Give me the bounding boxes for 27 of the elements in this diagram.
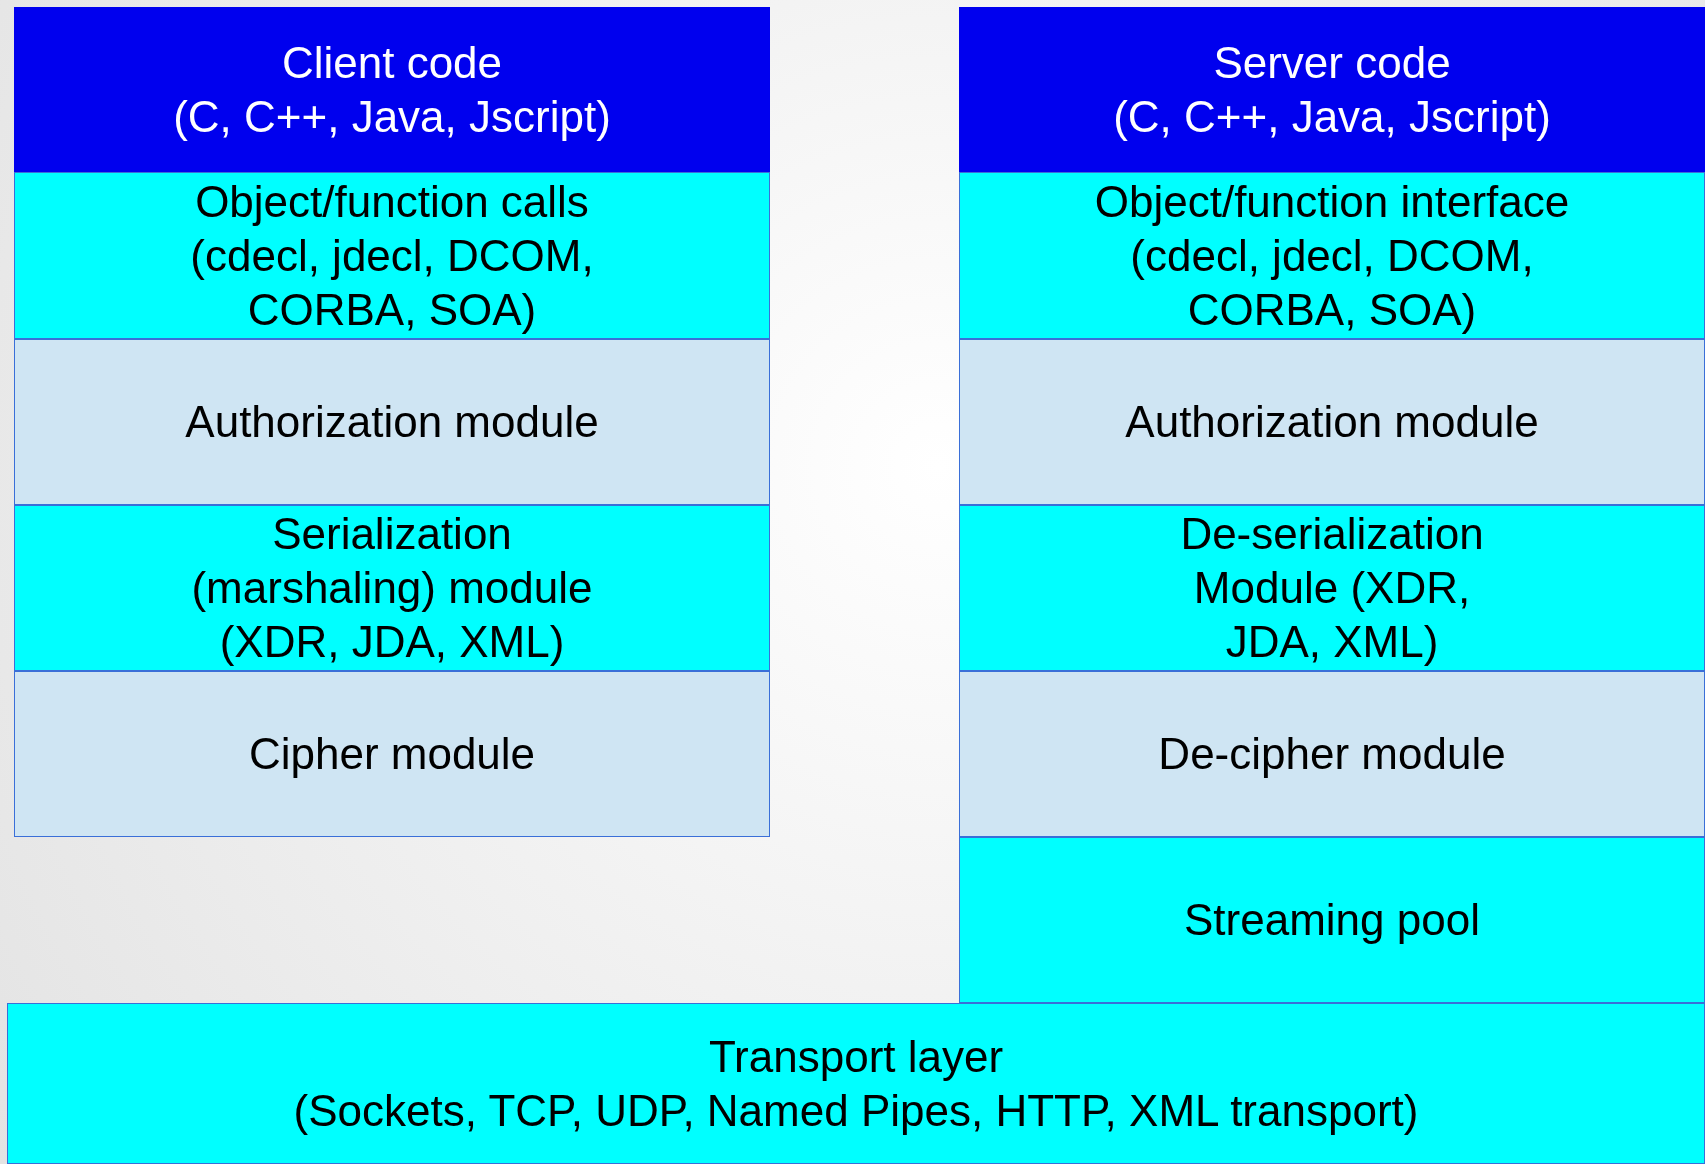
layer-label: Object/function interface (cdecl, jdecl, DCOM, CORBA, SOA) — [1093, 175, 1571, 336]
layer-box — [959, 172, 1705, 339]
layer-label: Authorization module — [1125, 396, 1539, 448]
layer-label: Server code — [1213, 36, 1451, 89]
layer-box — [14, 505, 770, 671]
layer-box — [959, 671, 1705, 837]
layer-box — [959, 339, 1705, 505]
layer-label: Cipher module — [248, 728, 536, 780]
layer-label: Transport layer — [708, 1030, 1004, 1083]
layer-label: Client code — [281, 36, 503, 89]
layer-label: (C, C++, Java, Jscript) — [1113, 90, 1551, 143]
layer-box — [14, 339, 770, 505]
layer-label: Authorization module — [185, 396, 599, 448]
layer-label: (C, C++, Java, Jscript) — [173, 90, 611, 143]
header-box — [14, 7, 770, 172]
layer-box — [14, 172, 770, 339]
layer-label: De-cipher module — [1158, 728, 1506, 780]
layer-label: (Sockets, TCP, UDP, Named Pipes, HTTP, XML transport) — [293, 1084, 1419, 1137]
layer-box — [959, 505, 1705, 671]
header-box — [959, 7, 1705, 172]
layer-box — [959, 837, 1705, 1003]
layer-label: Serialization (marshaling) module (XDR, JDA, XML) — [190, 508, 594, 668]
layer-box — [7, 1003, 1705, 1164]
layer-label: Streaming pool — [1184, 894, 1480, 946]
layer-label: De-serialization Module (XDR, JDA, XML) — [1179, 508, 1485, 668]
layer-label: Object/function calls (cdecl, jdecl, DCOM, CORBA, SOA) — [189, 175, 595, 336]
layer-box — [14, 671, 770, 837]
